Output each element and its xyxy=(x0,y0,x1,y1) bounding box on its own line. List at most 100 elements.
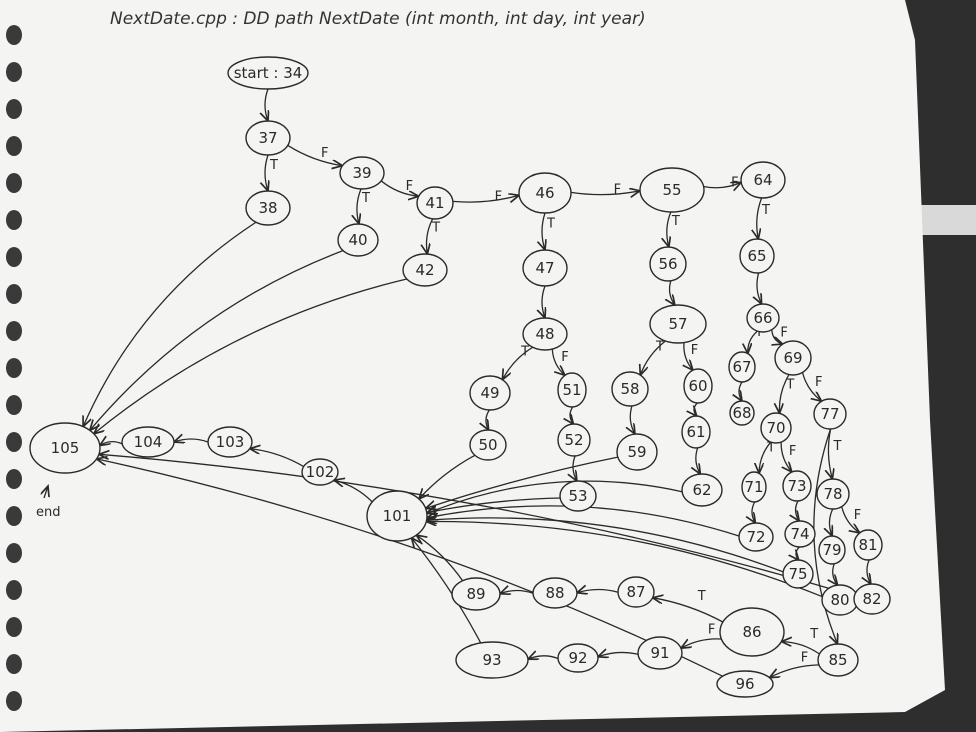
node-n74: 74 xyxy=(784,520,816,548)
edge-n50-n101 xyxy=(419,454,476,499)
edge-label-n46-n55: F xyxy=(614,183,621,198)
edge-label-n86-n91: F xyxy=(708,623,715,638)
edge-label-n39-n41: F xyxy=(406,179,413,194)
node-label: 69 xyxy=(783,349,802,367)
node-label: 59 xyxy=(627,443,646,461)
node-ellipse xyxy=(518,172,572,214)
node-n57: 57 xyxy=(649,304,707,344)
node-n39: 39 xyxy=(339,156,385,190)
edge-n96-n105 xyxy=(97,459,723,677)
node-n62: 62 xyxy=(681,473,723,507)
node-ellipse xyxy=(207,426,253,458)
node-start: start : 34 xyxy=(227,56,309,90)
edge-label-n70-n71: T xyxy=(766,441,775,456)
edge-n39-n41 xyxy=(380,180,419,196)
edge-label-n48-n51: F xyxy=(561,350,568,365)
edge-n48-n51 xyxy=(551,349,565,375)
node-n80: 80 xyxy=(821,584,859,616)
node-label: 72 xyxy=(746,528,765,546)
edge-n85-n86 xyxy=(781,642,820,655)
node-ellipse xyxy=(469,429,507,461)
binder-hole xyxy=(6,210,22,230)
node-ellipse xyxy=(557,372,587,408)
edge-label-n48-n49: T xyxy=(520,344,529,359)
node-n41: 41 xyxy=(416,186,454,220)
edge-n88-n89 xyxy=(500,590,534,593)
node-label: 91 xyxy=(650,644,669,662)
edge-label-n41-n42: T xyxy=(431,221,440,236)
node-ellipse xyxy=(337,223,379,257)
binder-hole xyxy=(6,580,22,600)
node-ellipse xyxy=(402,253,448,287)
node-ellipse xyxy=(617,576,655,608)
node-n38: 38 xyxy=(245,190,291,226)
node-ellipse xyxy=(728,351,756,383)
node-ellipse xyxy=(339,156,385,190)
node-label: 56 xyxy=(658,255,677,273)
node-n93: 93 xyxy=(455,641,529,679)
edge-label-n69-n77: F xyxy=(815,375,822,390)
node-ellipse xyxy=(782,470,812,502)
edge-start-n37 xyxy=(265,88,268,121)
node-ellipse xyxy=(227,56,309,90)
node-n59: 59 xyxy=(616,433,658,471)
binder-hole xyxy=(6,173,22,193)
binder-hole xyxy=(6,543,22,563)
end-arrow xyxy=(44,486,48,499)
binder-hole xyxy=(6,432,22,452)
node-ellipse xyxy=(29,422,101,474)
edge-n104-n105 xyxy=(100,442,123,446)
edge-label-n37-n38: T xyxy=(269,158,278,173)
node-n103: 103 xyxy=(207,426,253,458)
node-label: 102 xyxy=(306,463,335,481)
node-label: 55 xyxy=(662,181,681,199)
node-label: 103 xyxy=(216,433,245,451)
node-n72: 72 xyxy=(738,522,774,552)
node-label: 104 xyxy=(134,433,163,451)
node-n53: 53 xyxy=(559,480,597,512)
edge-n86-n91 xyxy=(681,638,722,648)
edge-label-n46-n47: T xyxy=(546,217,555,232)
node-ellipse xyxy=(637,636,683,670)
binder-hole xyxy=(6,284,22,304)
node-ellipse xyxy=(853,529,883,561)
node-ellipse xyxy=(649,304,707,344)
node-n37: 37 xyxy=(245,120,291,156)
node-n104: 104 xyxy=(121,426,175,458)
edge-label-n78-n81: F xyxy=(854,508,861,523)
node-label: 101 xyxy=(383,507,412,525)
edge-n80-n101 xyxy=(426,521,823,598)
edge-n40-n105 xyxy=(90,249,344,431)
edge-n52-n53 xyxy=(573,455,577,481)
edge-n85-n96 xyxy=(770,664,820,678)
node-n67: 67 xyxy=(728,351,756,383)
edge-n41-n42 xyxy=(426,218,434,254)
edge-n78-n79 xyxy=(829,508,834,536)
edge-n92-n93 xyxy=(528,656,559,659)
edge-n46-n55 xyxy=(570,191,640,195)
edge-n55-n64 xyxy=(703,182,742,187)
node-n48: 48 xyxy=(522,317,568,351)
node-n91: 91 xyxy=(637,636,683,670)
node-label: 87 xyxy=(626,583,645,601)
edge-label-n39-n40: T xyxy=(361,191,370,206)
node-label: 93 xyxy=(482,651,501,669)
edge-n60-n61 xyxy=(694,402,697,416)
node-n58: 58 xyxy=(611,371,649,407)
binder-hole xyxy=(6,62,22,82)
node-label: 61 xyxy=(686,423,705,441)
edge-n51-n52 xyxy=(570,406,573,424)
edge-n48-n49 xyxy=(502,346,534,380)
node-label: 41 xyxy=(425,194,444,212)
binder-hole xyxy=(6,358,22,378)
edge-n73-n74 xyxy=(796,500,800,521)
edge-n42-n105 xyxy=(94,278,407,434)
node-ellipse xyxy=(782,559,814,589)
node-n105: 105 xyxy=(29,422,101,474)
node-n86: 86 xyxy=(719,607,785,657)
node-label: 67 xyxy=(732,358,751,376)
edge-label-n85-n86: T xyxy=(809,627,818,642)
node-label: 46 xyxy=(535,184,554,202)
edge-n79-n80 xyxy=(833,563,838,585)
node-ellipse xyxy=(121,426,175,458)
